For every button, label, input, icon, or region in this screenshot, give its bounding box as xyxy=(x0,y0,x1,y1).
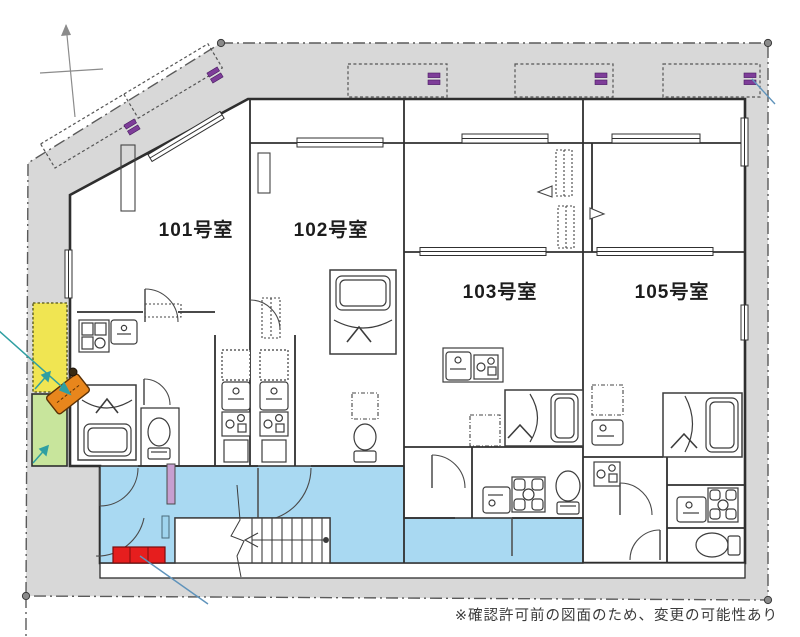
parking-marker-icon xyxy=(427,72,441,85)
staircase xyxy=(174,484,331,578)
door-102-interior xyxy=(249,299,281,331)
porch-band xyxy=(99,562,746,579)
window-105-right xyxy=(740,117,749,167)
parking-marker-icon xyxy=(123,118,141,136)
parking-stalls xyxy=(39,43,761,169)
bath-102 xyxy=(329,269,397,355)
bath-103 xyxy=(504,389,584,447)
yellow-area xyxy=(32,302,68,393)
washer-105 xyxy=(707,487,739,523)
windows xyxy=(64,110,749,341)
parking-markers xyxy=(123,66,757,136)
window-105-mid xyxy=(596,247,714,256)
stove-101 xyxy=(78,319,110,353)
door-101-interior xyxy=(144,288,179,323)
entrance-door-105 xyxy=(629,529,661,561)
toilet-105 xyxy=(695,532,741,558)
vanity-103 xyxy=(482,486,511,514)
toilet-103 xyxy=(555,470,581,515)
bath-101 xyxy=(77,384,137,461)
unit-102-fixtures xyxy=(259,269,397,463)
window-101-left xyxy=(64,249,73,299)
window-105-top xyxy=(611,133,701,144)
toilet-102 xyxy=(353,423,377,463)
parking-marker-icon xyxy=(594,72,608,85)
sink-101 xyxy=(110,319,138,345)
window-105-right2 xyxy=(740,304,749,341)
kitchen-column-102 xyxy=(259,349,289,463)
stairs-up-arrow xyxy=(243,532,259,548)
door-101-toilet xyxy=(143,378,171,406)
toilet-101 xyxy=(147,417,171,460)
disclaimer-note: ※確認許可前の図面のため、変更の可能性あり xyxy=(454,608,778,624)
site-corner-markers xyxy=(21,38,773,605)
vanity-105 xyxy=(591,419,624,446)
red-bins xyxy=(112,546,166,564)
window-103-top xyxy=(461,133,549,144)
room-label-105: 105号室 xyxy=(635,280,710,303)
room-label-103: 103号室 xyxy=(463,280,538,303)
annotation-blue-line-top xyxy=(751,78,776,105)
kitchen-column-101 xyxy=(221,349,251,463)
door-103-interior xyxy=(431,454,466,489)
closets-ladders xyxy=(120,144,624,447)
entrance-door-103 xyxy=(95,517,513,557)
window-102 xyxy=(296,137,384,148)
unit-101-fixtures xyxy=(77,319,251,463)
door-arcs xyxy=(95,288,661,561)
sink-105 xyxy=(676,496,707,523)
washer-103 xyxy=(511,476,546,513)
kitchen-103 xyxy=(442,347,504,383)
room-label-101: 101号室 xyxy=(159,218,234,241)
unit-103-fixtures xyxy=(442,347,584,515)
north-arrow xyxy=(39,24,104,118)
annotation-arrows xyxy=(0,330,72,464)
unit-105-fixtures xyxy=(591,392,743,558)
window-103-mid xyxy=(419,247,547,256)
parking-marker-icon xyxy=(206,66,224,84)
room-label-102: 102号室 xyxy=(294,218,369,241)
parking-marker-icon xyxy=(743,72,757,85)
annotation-blue-line-bottom xyxy=(139,555,209,605)
window-101-slant xyxy=(147,110,225,163)
stove-105 xyxy=(593,461,621,487)
door-105-interior xyxy=(619,482,653,516)
purple-strip xyxy=(166,463,176,505)
bath-105 xyxy=(662,392,743,458)
cyan-strip xyxy=(161,515,170,539)
entrance-door-101 xyxy=(99,467,139,507)
room-labels: 101号室 102号室 103号室 105号室 xyxy=(159,218,710,303)
